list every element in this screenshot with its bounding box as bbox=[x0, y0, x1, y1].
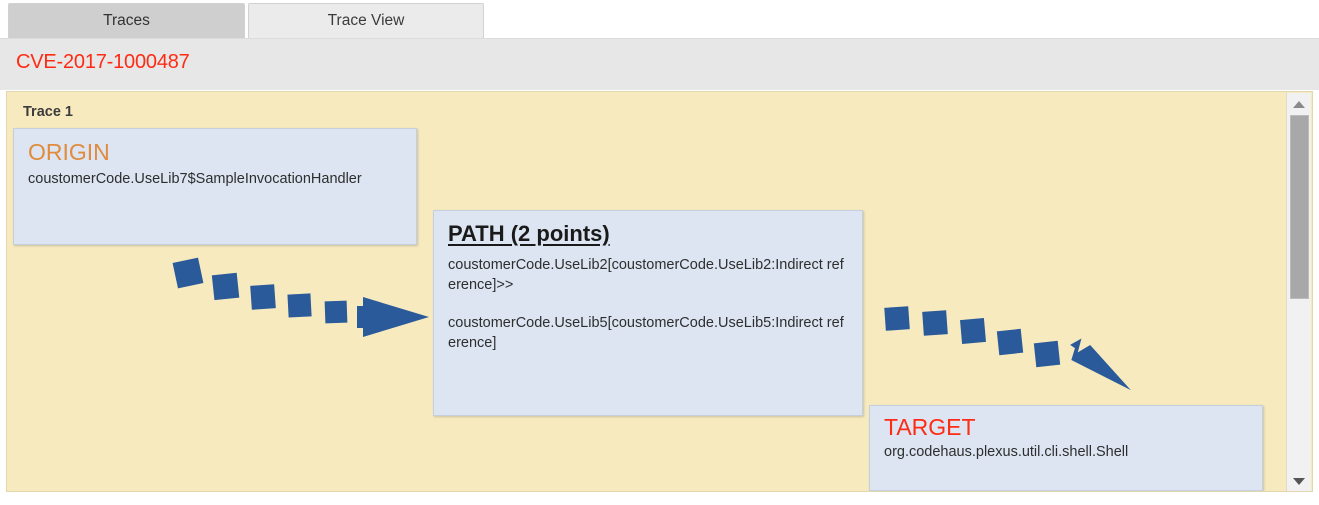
path-point-2: coustomerCode.UseLib5[coustomerCode.UseL… bbox=[448, 315, 844, 351]
scrollbar-thumb[interactable] bbox=[1290, 115, 1309, 299]
origin-node[interactable]: ORIGIN coustomerCode.UseLib7$SampleInvoc… bbox=[13, 128, 417, 245]
tab-trace-view-label: Trace View bbox=[327, 12, 405, 29]
origin-class-name: coustomerCode.UseLib7$SampleInvocationHa… bbox=[28, 171, 362, 187]
tab-bar: Traces Trace View bbox=[0, 0, 1319, 38]
target-title: TARGET bbox=[884, 414, 976, 440]
dashed-arrow-origin-to-path-icon bbox=[172, 257, 429, 337]
cve-header-bar: CVE-2017-1000487 bbox=[0, 38, 1319, 90]
triangle-up-icon bbox=[1293, 100, 1305, 108]
path-node[interactable]: PATH (2 points) coustomerCode.UseLib2[co… bbox=[433, 210, 863, 416]
target-class-name: org.codehaus.plexus.util.cli.shell.Shell bbox=[884, 444, 1129, 460]
vertical-scrollbar[interactable] bbox=[1286, 93, 1311, 491]
trace-number-label: Trace 1 bbox=[23, 104, 73, 120]
tab-traces[interactable]: Traces bbox=[8, 3, 245, 38]
target-node[interactable]: TARGET org.codehaus.plexus.util.cli.shel… bbox=[869, 405, 1263, 491]
dashed-arrow-path-to-target-icon bbox=[884, 306, 1131, 391]
path-title: PATH (2 points) bbox=[448, 221, 610, 246]
tab-trace-view[interactable]: Trace View bbox=[248, 3, 484, 38]
origin-title: ORIGIN bbox=[28, 139, 110, 165]
path-point-1: coustomerCode.UseLib2[coustomerCode.UseL… bbox=[448, 257, 844, 293]
cve-id-label: CVE-2017-1000487 bbox=[16, 51, 190, 73]
scroll-up-button[interactable] bbox=[1287, 95, 1311, 113]
scroll-down-button[interactable] bbox=[1287, 472, 1311, 490]
tab-traces-label: Traces bbox=[103, 12, 150, 29]
trace-view-panel: Trace 1 ORIGIN coustomerCode.UseLib7$Sam… bbox=[6, 91, 1313, 492]
triangle-down-icon bbox=[1293, 477, 1305, 485]
